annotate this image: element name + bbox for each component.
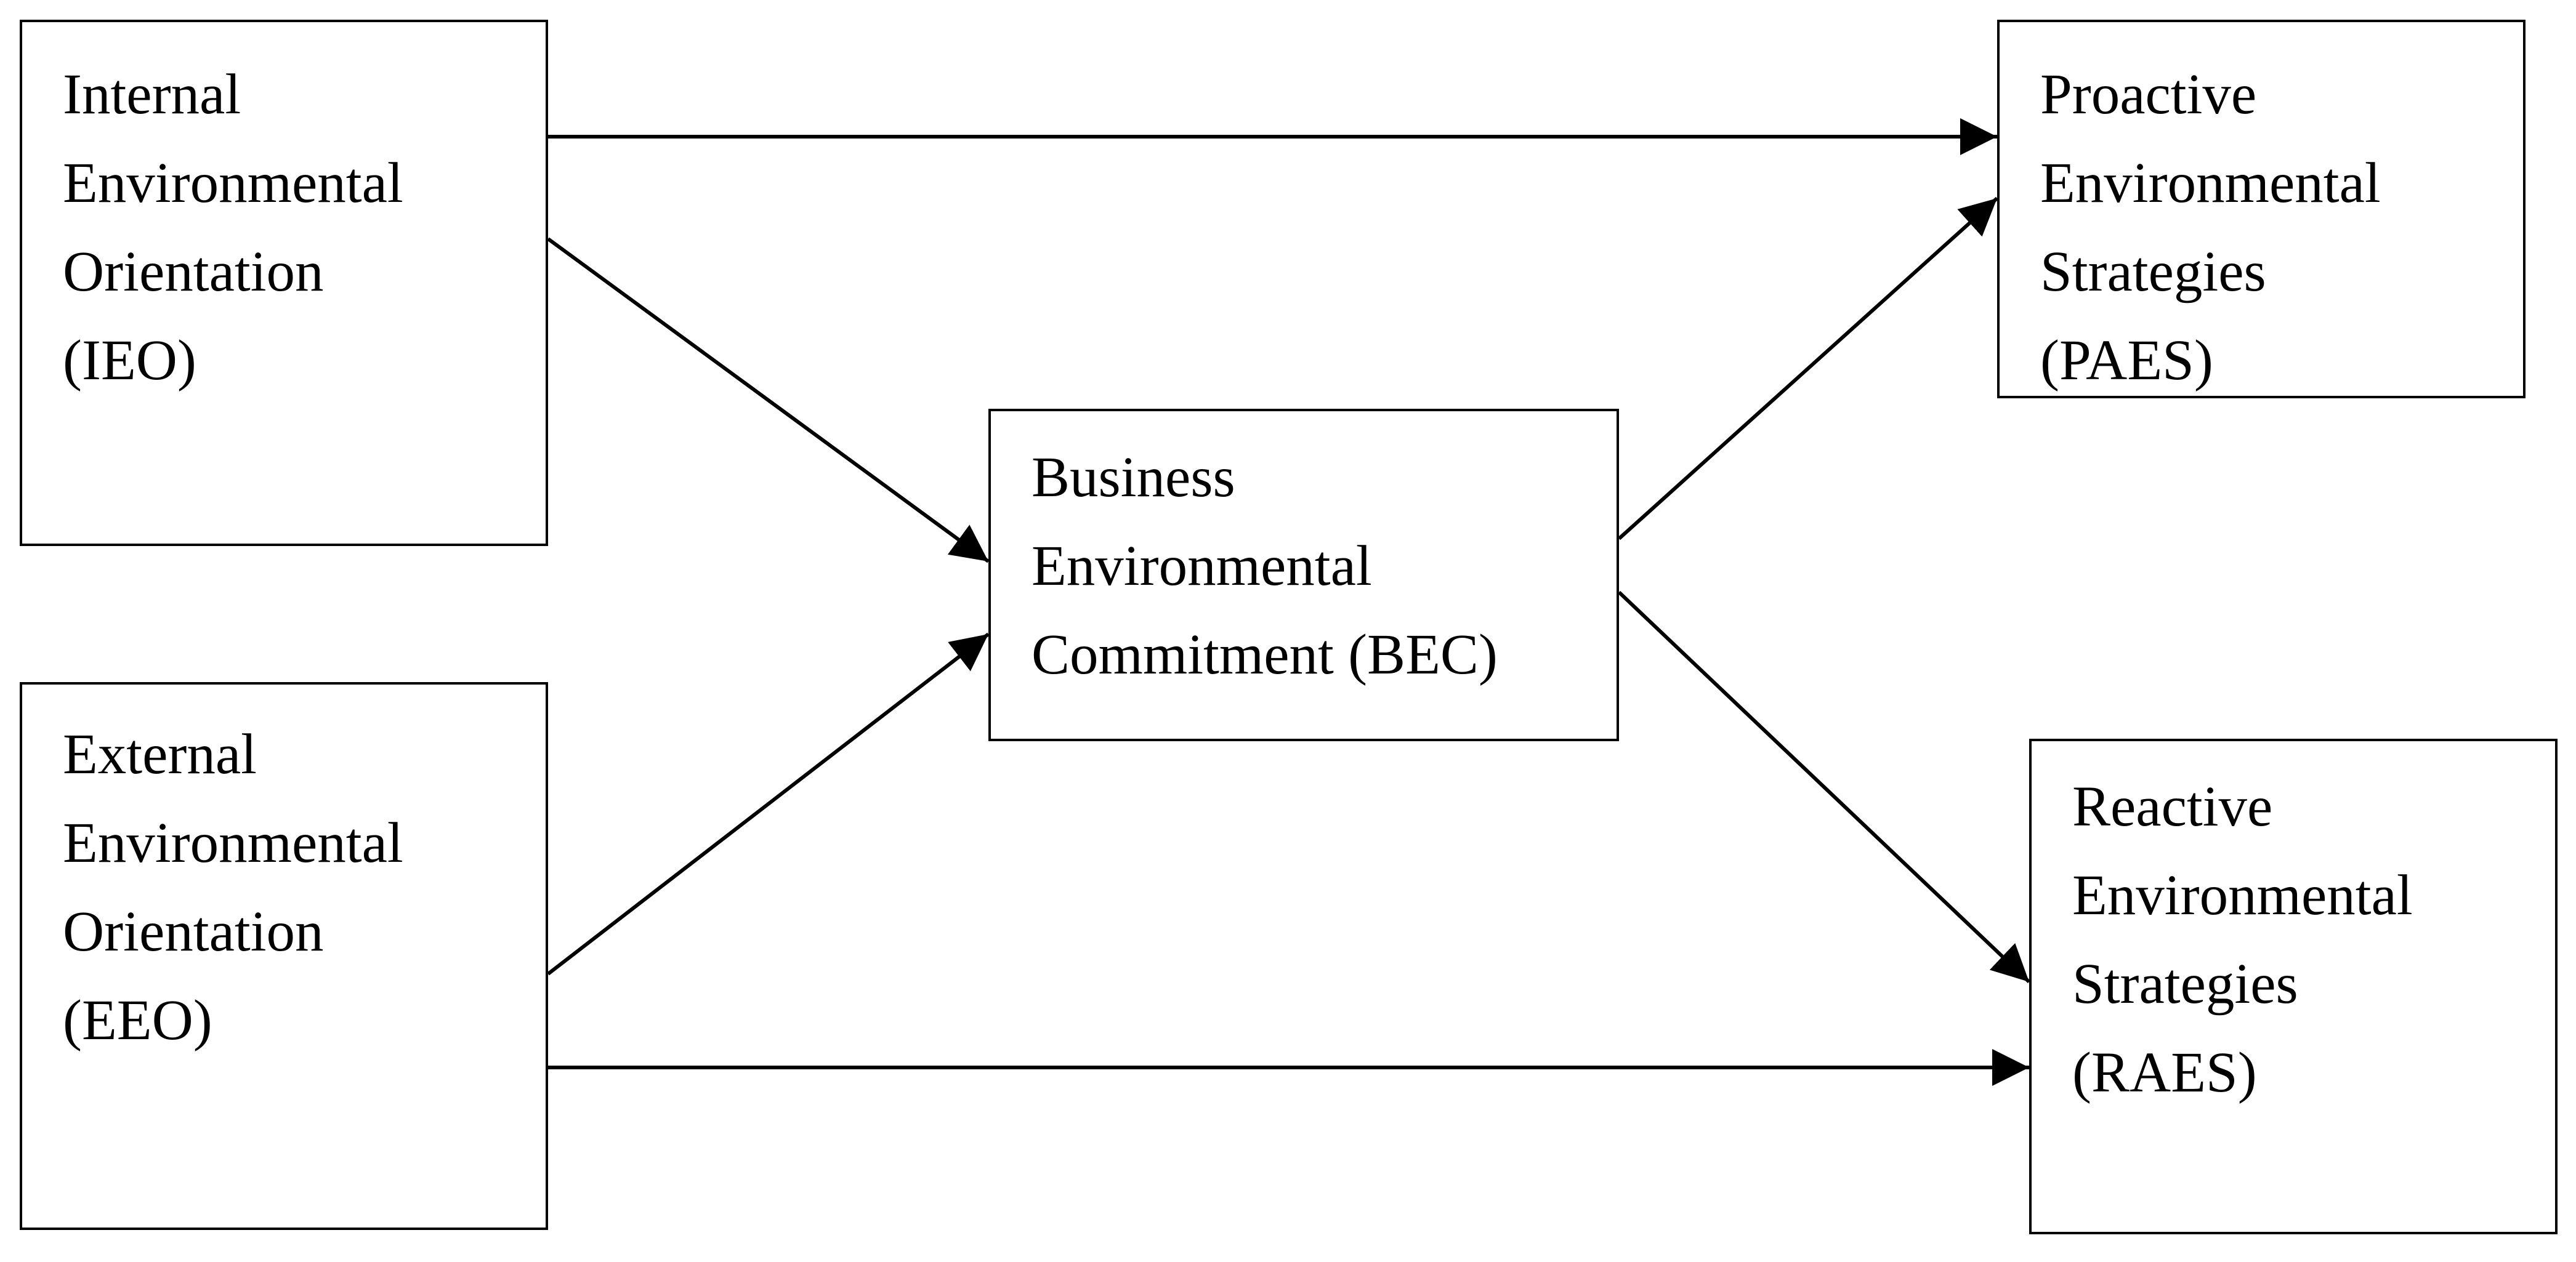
arrow-ieo-to-bec bbox=[547, 237, 990, 563]
node-bec-label: Business Environmental Commitment (BEC) bbox=[1032, 446, 1498, 686]
node-ieo-label: Internal Environmental Orientation (IEO) bbox=[63, 63, 403, 392]
node-raes: Reactive Environmental Strategies (RAES) bbox=[2029, 739, 2558, 1234]
node-paes: Proactive Environmental Strategies (PAES… bbox=[1997, 20, 2526, 398]
node-paes-label: Proactive Environmental Strategies (PAES… bbox=[2040, 63, 2381, 392]
node-eeo: External Environmental Orientation (EEO) bbox=[20, 682, 548, 1230]
arrow-eeo-to-bec bbox=[547, 632, 990, 976]
node-raes-label: Reactive Environmental Strategies (RAES) bbox=[2072, 775, 2413, 1104]
node-eeo-label: External Environmental Orientation (EEO) bbox=[63, 723, 403, 1052]
arrow-bec-to-raes bbox=[1617, 590, 2031, 984]
node-ieo: Internal Environmental Orientation (IEO) bbox=[20, 20, 548, 546]
node-bec: Business Environmental Commitment (BEC) bbox=[988, 409, 1619, 741]
arrow-bec-to-paes bbox=[1617, 196, 1999, 541]
